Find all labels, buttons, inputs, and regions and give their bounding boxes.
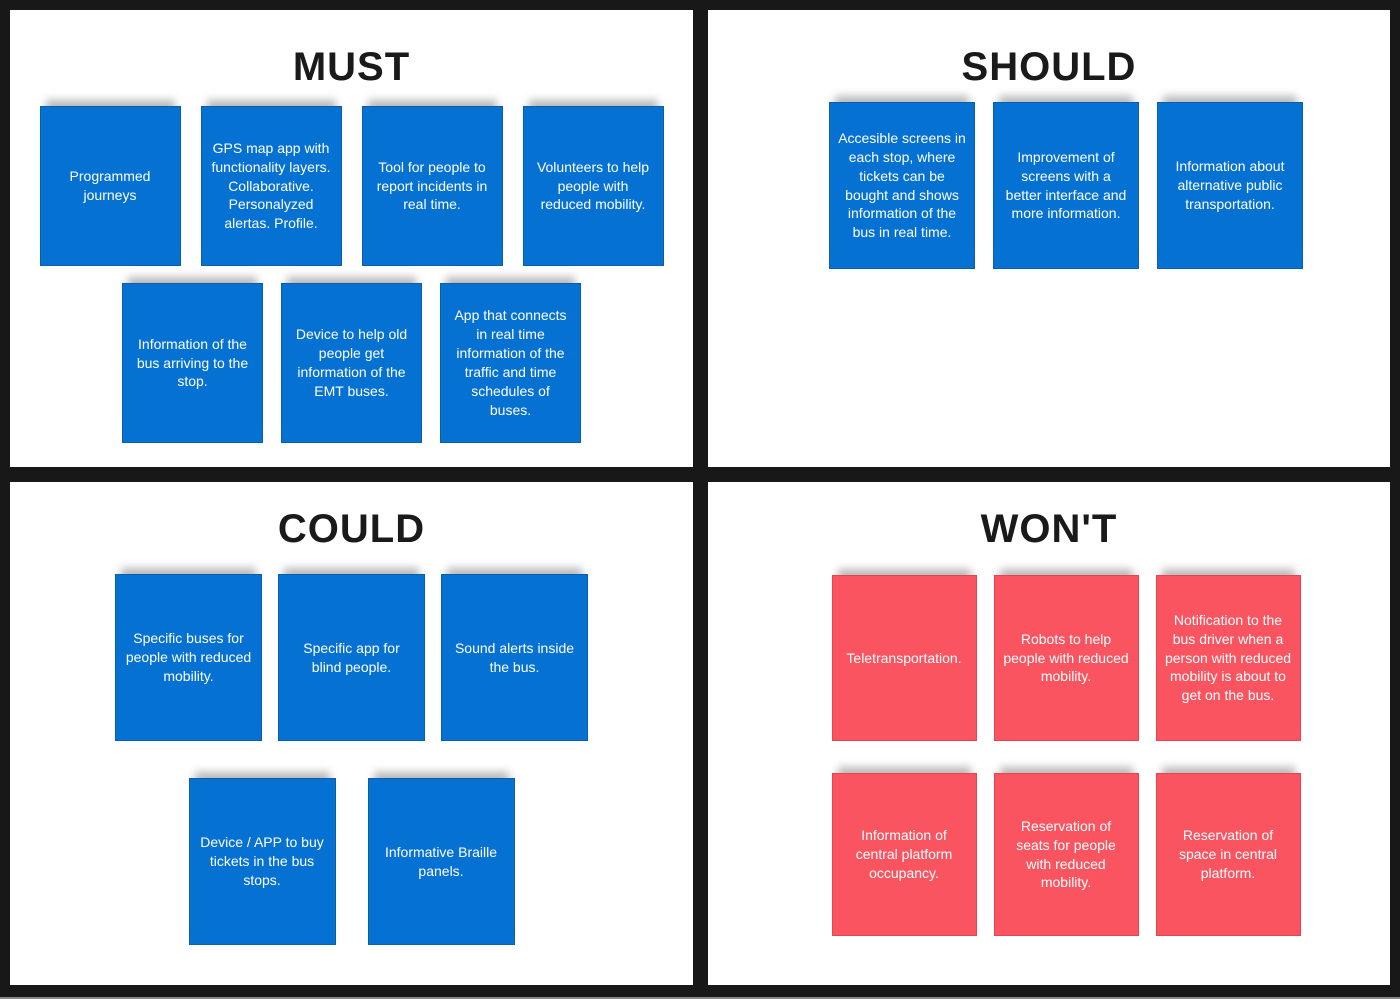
sticky-note-text: Notification to the bus driver when a pe…: [1164, 611, 1292, 704]
sticky-note-text: Device / APP to buy tickets in the bus s…: [200, 834, 324, 888]
sticky-note-must-4[interactable]: Volunteers to help people with reduced m…: [522, 106, 664, 266]
sticky-note-could-5[interactable]: Informative Braille panels.: [367, 778, 515, 945]
sticky-note-text: App that connects in real time informati…: [454, 307, 567, 418]
sticky-note-could-1[interactable]: Specific buses for people with reduced m…: [115, 574, 262, 741]
sticky-note-text: GPS map app with functionality layers. C…: [211, 139, 331, 232]
sticky-note-text: Specific app for blind people.: [303, 639, 400, 675]
note-row-must-2: Information of the bus arriving to the s…: [122, 283, 581, 443]
quadrant-wont: WON'T Teletransportation. Robots to help…: [708, 482, 1390, 985]
note-row-wont-1: Teletransportation. Robots to help peopl…: [831, 575, 1301, 741]
sticky-note-must-7[interactable]: App that connects in real time informati…: [440, 283, 581, 443]
note-row-should-1: Accesible screens in each stop, where ti…: [829, 102, 1303, 269]
note-row-could-2: Device / APP to buy tickets in the bus s…: [188, 778, 515, 945]
sticky-note-text: Device to help old people get informatio…: [295, 326, 408, 399]
sticky-note-wont-1[interactable]: Teletransportation.: [831, 575, 977, 741]
sticky-note-wont-5[interactable]: Reservation of seats for people with red…: [993, 773, 1139, 936]
sticky-note-must-5[interactable]: Information of the bus arriving to the s…: [122, 283, 263, 443]
sticky-note-text: Teletransportation.: [846, 649, 962, 666]
sticky-note-must-1[interactable]: Programmed journeys: [39, 106, 181, 266]
sticky-note-text: Tool for people to report incidents in r…: [376, 158, 488, 213]
sticky-note-text: Accesible screens in each stop, where ti…: [838, 129, 966, 241]
quadrant-title-wont: WON'T: [980, 507, 1118, 551]
sticky-note-text: Specific buses for people with reduced m…: [125, 630, 252, 684]
sticky-note-should-2[interactable]: Improvement of screens with a better int…: [993, 102, 1139, 269]
sticky-note-wont-2[interactable]: Robots to help people with reduced mobil…: [993, 575, 1139, 741]
note-row-must-1: Programmed journeys GPS map app with fun…: [39, 106, 664, 266]
sticky-note-text: Programmed journeys: [69, 168, 151, 203]
sticky-note-should-1[interactable]: Accesible screens in each stop, where ti…: [829, 102, 975, 269]
sticky-note-text: Reservation of space in central platform…: [1178, 827, 1278, 881]
sticky-note-wont-3[interactable]: Notification to the bus driver when a pe…: [1155, 575, 1301, 741]
sticky-note-text: Information of the bus arriving to the s…: [136, 335, 249, 390]
note-row-could-1: Specific buses for people with reduced m…: [115, 574, 588, 741]
sticky-note-could-2[interactable]: Specific app for blind people.: [278, 574, 425, 741]
sticky-note-text: Volunteers to help people with reduced m…: [536, 158, 650, 213]
sticky-note-could-4[interactable]: Device / APP to buy tickets in the bus s…: [188, 778, 336, 945]
sticky-note-should-3[interactable]: Information about alternative public tra…: [1157, 102, 1303, 269]
sticky-note-wont-4[interactable]: Information of central platform occupanc…: [831, 773, 977, 936]
quadrant-should: SHOULD Accesible screens in each stop, w…: [708, 10, 1390, 467]
quadrant-title-should: SHOULD: [961, 45, 1137, 89]
quadrant-must: MUST Programmed journeys GPS map app wit…: [10, 10, 693, 467]
sticky-note-wont-6[interactable]: Reservation of space in central platform…: [1155, 773, 1301, 936]
sticky-note-text: Sound alerts inside the bus.: [454, 639, 575, 675]
sticky-note-text: Information of central platform occupanc…: [855, 827, 953, 881]
sticky-note-could-3[interactable]: Sound alerts inside the bus.: [441, 574, 588, 741]
sticky-note-must-6[interactable]: Device to help old people get informatio…: [281, 283, 422, 443]
sticky-note-text: Improvement of screens with a better int…: [1005, 148, 1127, 222]
quadrant-title-must: MUST: [292, 45, 411, 89]
quadrant-could: COULD Specific buses for people with red…: [10, 482, 693, 985]
note-row-wont-2: Information of central platform occupanc…: [831, 773, 1301, 936]
sticky-note-text: Informative Braille panels.: [384, 843, 498, 879]
sticky-note-must-3[interactable]: Tool for people to report incidents in r…: [361, 106, 503, 266]
quadrant-title-could: COULD: [277, 507, 426, 551]
sticky-note-must-2[interactable]: GPS map app with functionality layers. C…: [200, 106, 342, 266]
sticky-note-text: Robots to help people with reduced mobil…: [1003, 630, 1129, 685]
sticky-note-text: Reservation of seats for people with red…: [1016, 817, 1116, 891]
sticky-note-text: Information about alternative public tra…: [1175, 158, 1285, 212]
